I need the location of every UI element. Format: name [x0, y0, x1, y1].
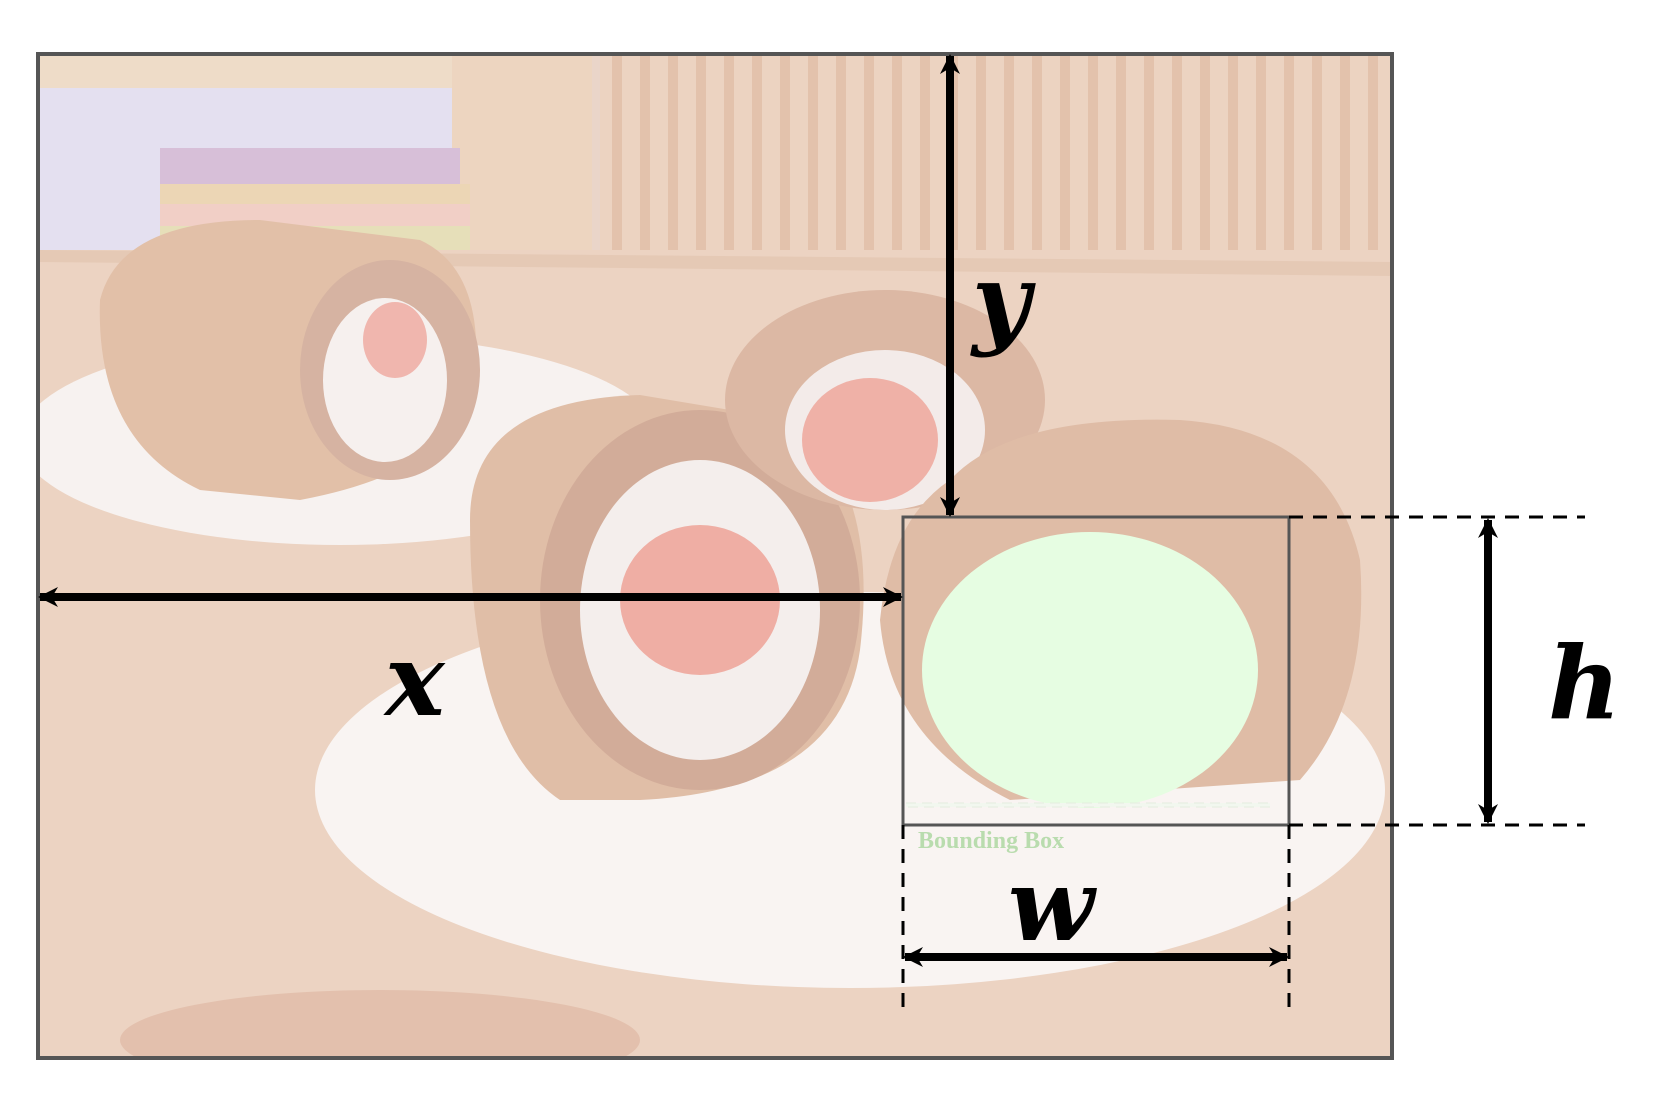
- label-y: y: [970, 241, 1036, 359]
- guide-lines: [901, 515, 1585, 1008]
- image-frame: [36, 52, 1394, 1060]
- label-h: h: [1548, 624, 1621, 742]
- bounding-box: [901, 515, 1291, 827]
- wooden-chair: [600, 54, 1392, 264]
- object-mask: [922, 532, 1258, 808]
- bounding-box-caption: Bounding Box: [918, 828, 1064, 854]
- label-x: x: [383, 621, 446, 739]
- label-w: w: [1008, 846, 1097, 964]
- background-photo: [38, 54, 1392, 1058]
